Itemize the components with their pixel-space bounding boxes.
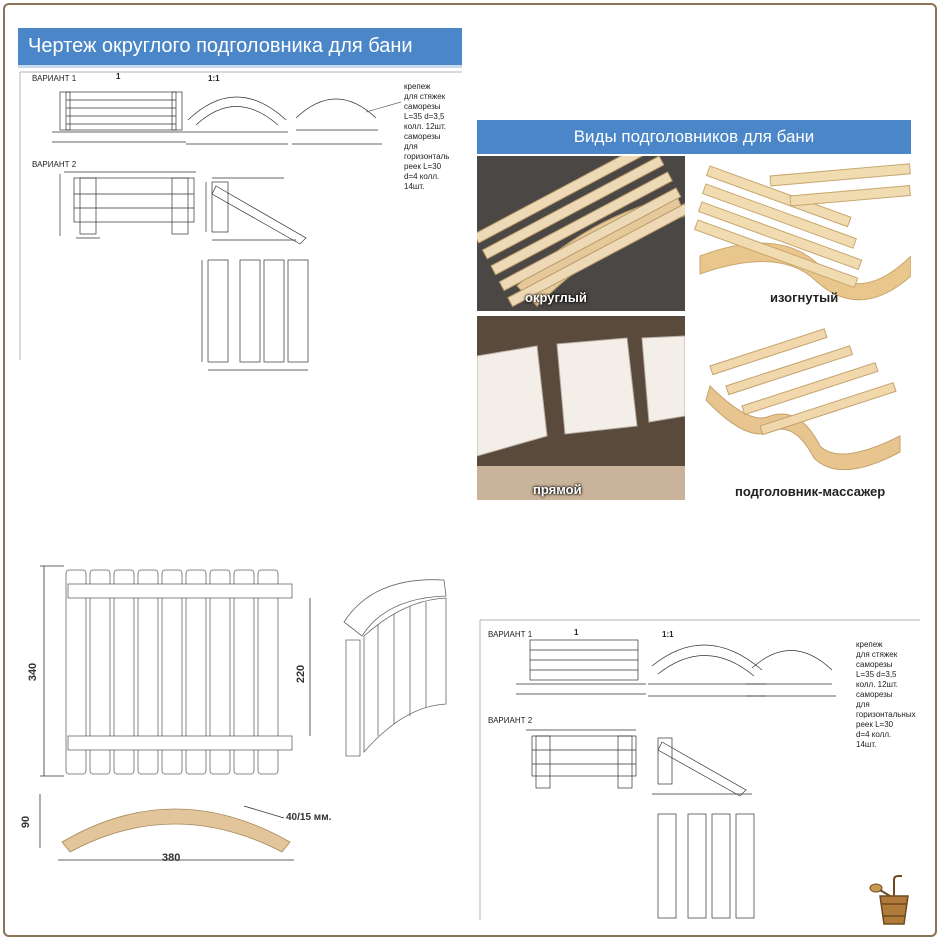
- curved-headrest-illustration: [693, 163, 911, 301]
- photo-massager: подголовник-массажер: [690, 316, 911, 500]
- photo-straight: прямой: [477, 316, 685, 500]
- dim-90: 90: [20, 815, 33, 829]
- massager-headrest-illustration: [705, 328, 901, 471]
- bath-bucket-icon-graphic: [869, 875, 909, 925]
- br-scale-label: 1:1: [662, 630, 674, 639]
- bath-bucket-icon: [866, 872, 922, 928]
- fastener-note: крепеж для стяжек саморезы L=35 d=3,5 ко…: [404, 82, 450, 191]
- caption-round: округлый: [525, 290, 587, 305]
- dim-220: 220: [295, 664, 308, 684]
- types-title-banner: Виды подголовников для бани: [477, 120, 911, 154]
- round-headrest-illustration: [477, 156, 685, 308]
- drawing-top-left-lines: [19, 71, 462, 371]
- drawing-title-banner: Чертеж округлого подголовника для бани: [18, 28, 462, 68]
- page-frame: [3, 3, 937, 937]
- drawing-top-left: ВАРИАНТ 1 1 1:1 ВАРИАНТ 2 крепеж для стя…: [16, 70, 466, 400]
- drawing-bottom-right-lines: [479, 619, 920, 920]
- scale-label: 1:1: [208, 74, 220, 83]
- photo-round: округлый: [477, 156, 685, 311]
- types-title: Виды подголовников для бани: [573, 127, 815, 146]
- br-variant1-label: ВАРИАНТ 1: [488, 630, 533, 639]
- photo-curved: изогнутый: [690, 156, 911, 311]
- drawing-bottom-left: 340 220 90 380 40/15 мм.: [14, 556, 464, 886]
- drawing-bottom-left-lines: [39, 565, 447, 861]
- dim-340: 340: [27, 662, 40, 682]
- drawing-bottom-right: ВАРИАНТ 1 1 1:1 ВАРИАНТ 2 крепеж для стя…: [476, 618, 924, 926]
- br-fastener-note: крепеж для стяжек саморезы L=35 d=3,5 ко…: [856, 640, 916, 749]
- variant2-label: ВАРИАНТ 2: [32, 160, 77, 169]
- dim-380: 380: [162, 852, 181, 864]
- variant1-label: ВАРИАНТ 1: [32, 74, 77, 83]
- caption-curved: изогнутый: [770, 290, 839, 305]
- drawing-title: Чертеж округлого подголовника для бани: [28, 35, 413, 57]
- dim-slat: 40/15 мм.: [286, 812, 332, 823]
- br-variant1-mark: 1: [574, 628, 579, 637]
- caption-straight: прямой: [533, 482, 582, 497]
- straight-headrest-illustration: [477, 335, 685, 500]
- caption-massager: подголовник-массажер: [735, 484, 886, 499]
- variant1-mark: 1: [116, 72, 121, 81]
- br-variant2-label: ВАРИАНТ 2: [488, 716, 533, 725]
